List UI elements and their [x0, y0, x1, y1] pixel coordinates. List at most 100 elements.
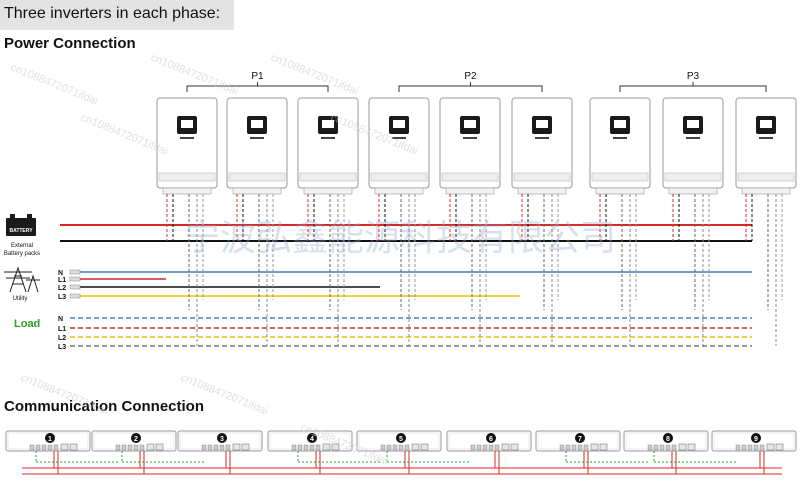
breaker [69, 269, 81, 275]
comm-port [565, 444, 571, 451]
comm-port [53, 444, 59, 451]
comm-number: 1 [48, 436, 52, 443]
inverter-button [392, 137, 406, 139]
comm-port [559, 444, 565, 451]
comm-number-badge [663, 433, 673, 443]
comm-port [115, 444, 121, 451]
inverter-stripe [299, 172, 357, 182]
breaker [69, 276, 81, 282]
inverter-button [463, 137, 477, 139]
watermark-chinese: 宁波弘鑫能源科技有限公司 [184, 217, 616, 258]
comm-rj45 [766, 443, 775, 451]
comm-port [225, 444, 231, 451]
inverter-screen-display [322, 120, 334, 128]
inverter-screen-display [614, 120, 626, 128]
inverter-stripe [737, 172, 795, 182]
comm-number-badge [307, 433, 317, 443]
inverter-terminal [162, 187, 212, 195]
comm-port [380, 444, 386, 451]
phase-label-P2: P2 [464, 71, 477, 82]
comm-port [291, 444, 297, 451]
comm-port [741, 444, 747, 451]
inverter-button [535, 137, 549, 139]
comm-rj45 [146, 443, 155, 451]
comm-port [671, 444, 677, 451]
comm-rj45 [60, 443, 69, 451]
load-line-label: L1 [58, 326, 66, 333]
comm-port [309, 444, 315, 451]
inverter-screen-display [251, 120, 263, 128]
inverter-button [321, 137, 335, 139]
comm-port [127, 444, 133, 451]
comm-number-badge [486, 433, 496, 443]
comm-port [398, 444, 404, 451]
inverter-terminal [741, 187, 791, 195]
inverter-stripe [664, 172, 722, 182]
watermark-id: cn1088472071ifdai [19, 372, 110, 418]
comm-rj45 [599, 443, 608, 451]
battery-label-line1: External [11, 243, 33, 249]
comm-port [315, 444, 321, 451]
battery-icon-text: BATTERY [9, 228, 33, 234]
load-line-label: N [58, 316, 63, 323]
comm-port [476, 444, 482, 451]
comm-port [297, 444, 303, 451]
comm-port [303, 444, 309, 451]
inverter-stripe [591, 172, 649, 182]
header-text: Three inverters in each phase: [4, 5, 221, 22]
comm-port [121, 444, 127, 451]
comm-port [753, 444, 759, 451]
comm-port [571, 444, 577, 451]
comm-rj45 [687, 443, 696, 451]
battery-icon-terminal [10, 214, 15, 218]
watermark-id: cn1088472071ifdai [9, 62, 100, 108]
comm-port [139, 444, 145, 451]
utility-tower-icon [26, 274, 40, 293]
comm-number-badge [751, 433, 761, 443]
watermark-id: cn1088472071ifdai [149, 52, 240, 98]
communication-connection-title: Communication Connection [4, 398, 204, 415]
inverter-terminal [374, 187, 424, 195]
comm-number-badge [131, 433, 141, 443]
comm-number: 4 [310, 436, 314, 443]
comm-port [386, 444, 392, 451]
inverter-stripe [441, 172, 499, 182]
comm-port [41, 444, 47, 451]
comm-port [659, 444, 665, 451]
comm-rj45 [590, 443, 599, 451]
inverter-button [250, 137, 264, 139]
inverter-stripe [158, 172, 216, 182]
comm-port [735, 444, 741, 451]
comm-port [494, 444, 500, 451]
inverter-screen-display [181, 120, 193, 128]
comm-port [219, 444, 225, 451]
phase-label-P1: P1 [251, 71, 264, 82]
comm-rj45 [69, 443, 78, 451]
comm-rj45 [155, 443, 164, 451]
inverter-terminal [668, 187, 718, 195]
comm-rj45 [322, 443, 331, 451]
comm-rj45 [678, 443, 687, 451]
comm-rj45 [501, 443, 510, 451]
comm-port [404, 444, 410, 451]
phase-label-P3: P3 [687, 71, 700, 82]
comm-rj45 [420, 443, 429, 451]
inverter-stripe [228, 172, 286, 182]
comm-port [488, 444, 494, 451]
comm-port [759, 444, 765, 451]
inverter-terminal [595, 187, 645, 195]
comm-rj45 [331, 443, 340, 451]
comm-number: 6 [489, 436, 493, 443]
phase-bracket [619, 85, 767, 92]
comm-port [207, 444, 213, 451]
breaker [69, 293, 81, 299]
comm-port [392, 444, 398, 451]
comm-port [29, 444, 35, 451]
load-line-label: L2 [58, 335, 66, 342]
watermark-id: cn1088472071ifdai [179, 372, 270, 418]
inverter-button [613, 137, 627, 139]
utility-line-label: N [58, 270, 63, 277]
utility-label: Utility [13, 296, 28, 302]
comm-port [747, 444, 753, 451]
